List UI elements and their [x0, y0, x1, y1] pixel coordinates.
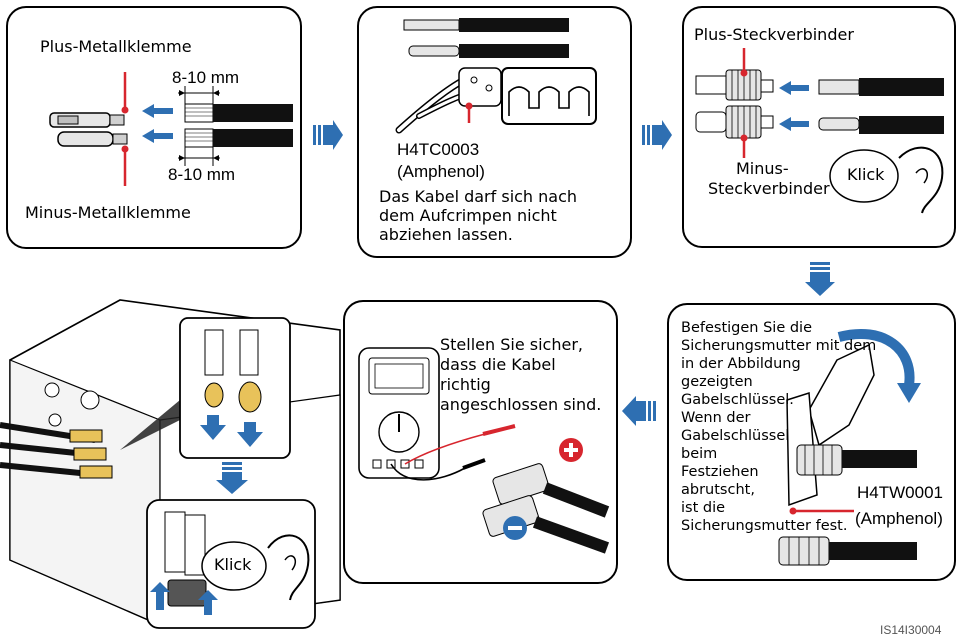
crimp-note-line2: dem Aufcrimpen nicht — [379, 206, 557, 225]
click-bubble-label: Klick — [847, 165, 885, 184]
plus-metal-terminal-shape — [49, 112, 125, 128]
tighten-line: ist die — [681, 500, 726, 516]
step-crimp-prep-panel: Plus-Metallklemme 8-10 mm 8-10 mm Minus-… — [6, 6, 302, 249]
connector-assembly-illustration — [695, 48, 944, 214]
strip-length-bottom-label: 8-10 mm — [168, 165, 236, 184]
minus-connector-label-line1: Minus- — [736, 159, 789, 178]
crimp-note-line1: Das Kabel darf sich nach — [379, 187, 578, 206]
tighten-line: gezeigten — [681, 374, 753, 390]
wrench-vendor-label: (Amphenol) — [855, 509, 943, 528]
minus-metal-terminal-label: Minus-Metallklemme — [25, 203, 191, 222]
next-step-left-arrow-icon — [622, 396, 656, 426]
measure-note-line3: richtig — [440, 375, 491, 394]
step-tighten-nut-panel: Befestigen Sie die Sicherungsmutter mit … — [667, 303, 956, 581]
next-step-down-arrow-icon — [805, 262, 835, 296]
measure-note-line4: angeschlossen sind. — [440, 395, 602, 414]
tighten-line: Festziehen — [681, 464, 759, 480]
measure-note-line1: Stellen Sie sicher, — [440, 335, 583, 354]
tighten-line: Sicherungsmutter mit dem — [681, 338, 877, 354]
crimping-tool-illustration — [395, 18, 597, 134]
next-step-arrow-icon — [642, 120, 672, 150]
minus-connector-label-line2: Steckverbinder — [708, 179, 830, 198]
tighten-line: beim — [681, 446, 718, 462]
crimp-tool-vendor-label: (Amphenol) — [397, 162, 485, 181]
tighten-line: abrutscht, — [681, 482, 755, 498]
inverter-click-bubble-label: Klick — [214, 555, 252, 574]
crimp-note-line3: abziehen lassen. — [379, 225, 513, 244]
measure-note-line2: dass die Kabel — [440, 355, 556, 374]
inverter-illustration — [0, 299, 341, 629]
terminal-strip-illustration — [49, 72, 293, 186]
multimeter-illustration — [358, 347, 610, 554]
step-connector-assembly-panel: Plus-Steckverbinder Minus- Steckverbinde… — [682, 6, 956, 248]
plus-connector-label: Plus-Steckverbinder — [694, 25, 854, 44]
plus-metal-terminal-label: Plus-Metallklemme — [40, 37, 192, 56]
wrench-tightening-illustration — [778, 328, 921, 566]
tighten-line: Befestigen Sie die — [681, 320, 813, 336]
crimp-tool-model-label: H4TC0003 — [397, 140, 480, 159]
tighten-line: Gabelschlüssel — [681, 428, 790, 444]
tighten-line: Sicherungsmutter fest. — [681, 518, 848, 534]
wrench-model-label: H4TW0001 — [857, 483, 943, 502]
tighten-line: Gabelschlüssel. — [681, 392, 794, 408]
tighten-line: Wenn der — [681, 410, 751, 426]
next-step-arrow-icon — [313, 120, 343, 150]
step-crimping-panel: H4TC0003 (Amphenol) Das Kabel darf sich … — [357, 6, 632, 258]
step-measure-panel: Stellen Sie sicher, dass die Kabel richt… — [343, 300, 618, 584]
minus-metal-terminal-shape — [57, 131, 128, 147]
figure-code: IS14I30004 — [880, 623, 942, 637]
tighten-line: in der Abbildung — [681, 356, 801, 372]
strip-length-top-label: 8-10 mm — [172, 68, 240, 87]
tighten-instruction-text: Befestigen Sie die Sicherungsmutter mit … — [681, 319, 876, 535]
